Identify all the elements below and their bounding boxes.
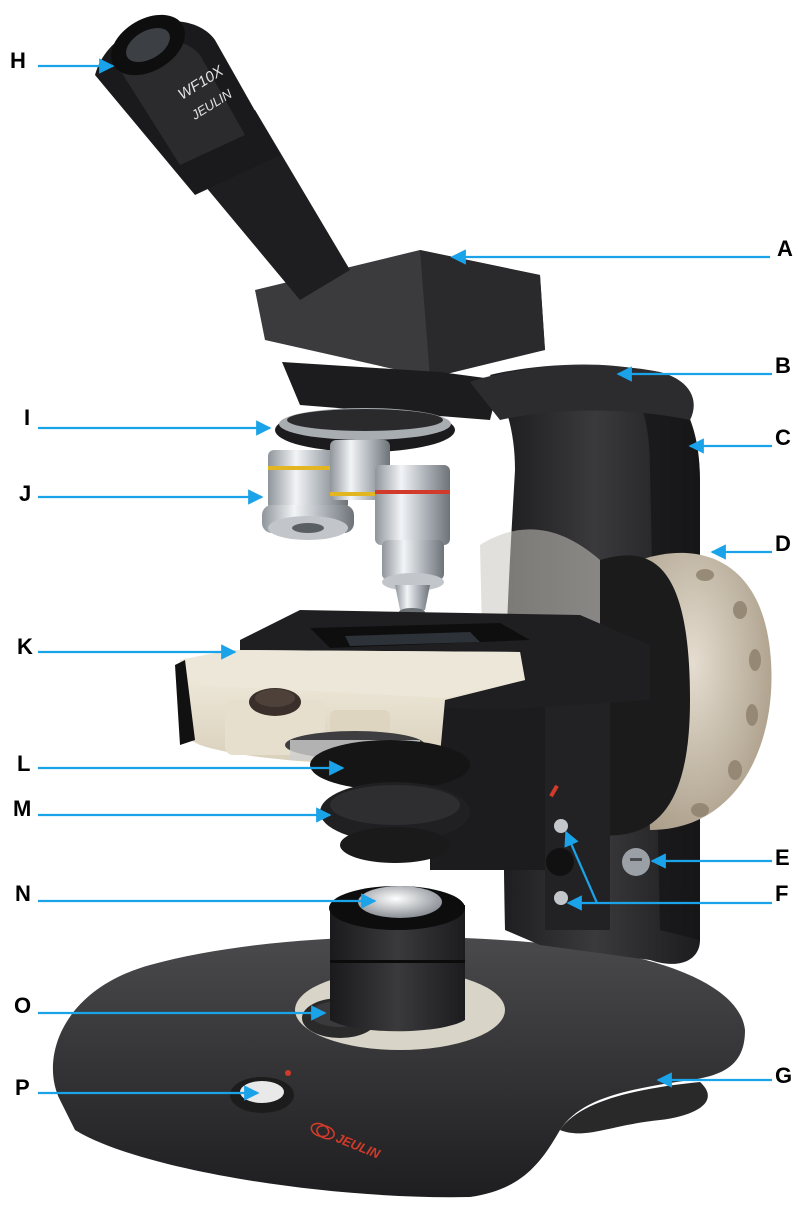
label-N: N	[15, 883, 31, 905]
objective-lens-right	[375, 465, 450, 616]
label-G: G	[775, 1065, 792, 1087]
label-I: I	[24, 407, 30, 429]
label-D: D	[775, 533, 791, 555]
label-A: A	[777, 238, 793, 260]
label-C: C	[775, 427, 791, 449]
label-L: L	[17, 753, 30, 775]
label-F: F	[775, 883, 788, 905]
fine-focus-screw	[622, 848, 650, 876]
label-J: J	[19, 483, 31, 505]
label-K: K	[17, 636, 33, 658]
label-O: O	[14, 995, 31, 1017]
label-E: E	[775, 847, 790, 869]
label-H: H	[10, 50, 26, 72]
label-B: B	[775, 355, 791, 377]
eyepiece-tube: WF10X JEULIN	[95, 2, 350, 300]
label-M: M	[13, 798, 31, 820]
label-P: P	[15, 1077, 30, 1099]
